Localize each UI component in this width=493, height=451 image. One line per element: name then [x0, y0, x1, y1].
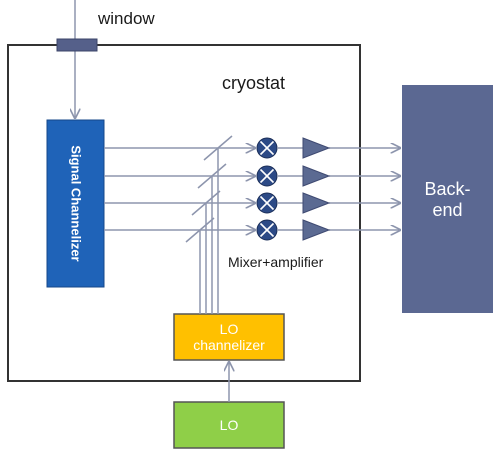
- lo-label-text: LO: [219, 416, 239, 433]
- backend-box: [402, 85, 493, 313]
- backend-label-line1: Back-: [424, 179, 471, 200]
- amplifier-icon: [302, 165, 331, 187]
- window-element: [56, 38, 98, 52]
- signal-channelizer-text: Signal Channelizer: [68, 145, 84, 262]
- lo-channelizer-label-line1: LO: [219, 320, 239, 337]
- lo-channelizer-box: [173, 313, 285, 361]
- amplifier-icon: [302, 192, 331, 214]
- backend-label-line2: end: [432, 200, 463, 220]
- coupler-stroke-1: [203, 135, 233, 161]
- coupler-stroke-4: [185, 217, 215, 243]
- amplifier-icon: [302, 137, 331, 159]
- lo-channelizer-label-line2: channelizer: [193, 337, 265, 353]
- backend-label: Back- end: [402, 170, 493, 230]
- mixer-cross-b: [259, 195, 275, 211]
- lo-label: LO: [174, 402, 284, 448]
- lo-box: [173, 401, 285, 449]
- mixer-cross-b: [259, 140, 275, 156]
- mixer-cross-b: [259, 222, 275, 238]
- lo-channelizer-label: LO channelizer: [174, 314, 284, 360]
- mixer-amplifier-label: Mixer+amplifier: [228, 254, 324, 270]
- signal-channelizer-label: Signal Channelizer: [47, 120, 104, 287]
- mixer-cross-b: [259, 168, 275, 184]
- cryostat-label: cryostat: [222, 73, 286, 93]
- window-label: window: [98, 9, 155, 28]
- coupler-stroke-3: [191, 190, 221, 216]
- channel-layer: [104, 135, 400, 314]
- coupler-stroke-2: [197, 163, 227, 189]
- signal-channelizer-box: [46, 119, 105, 288]
- amplifier-icon: [302, 219, 331, 241]
